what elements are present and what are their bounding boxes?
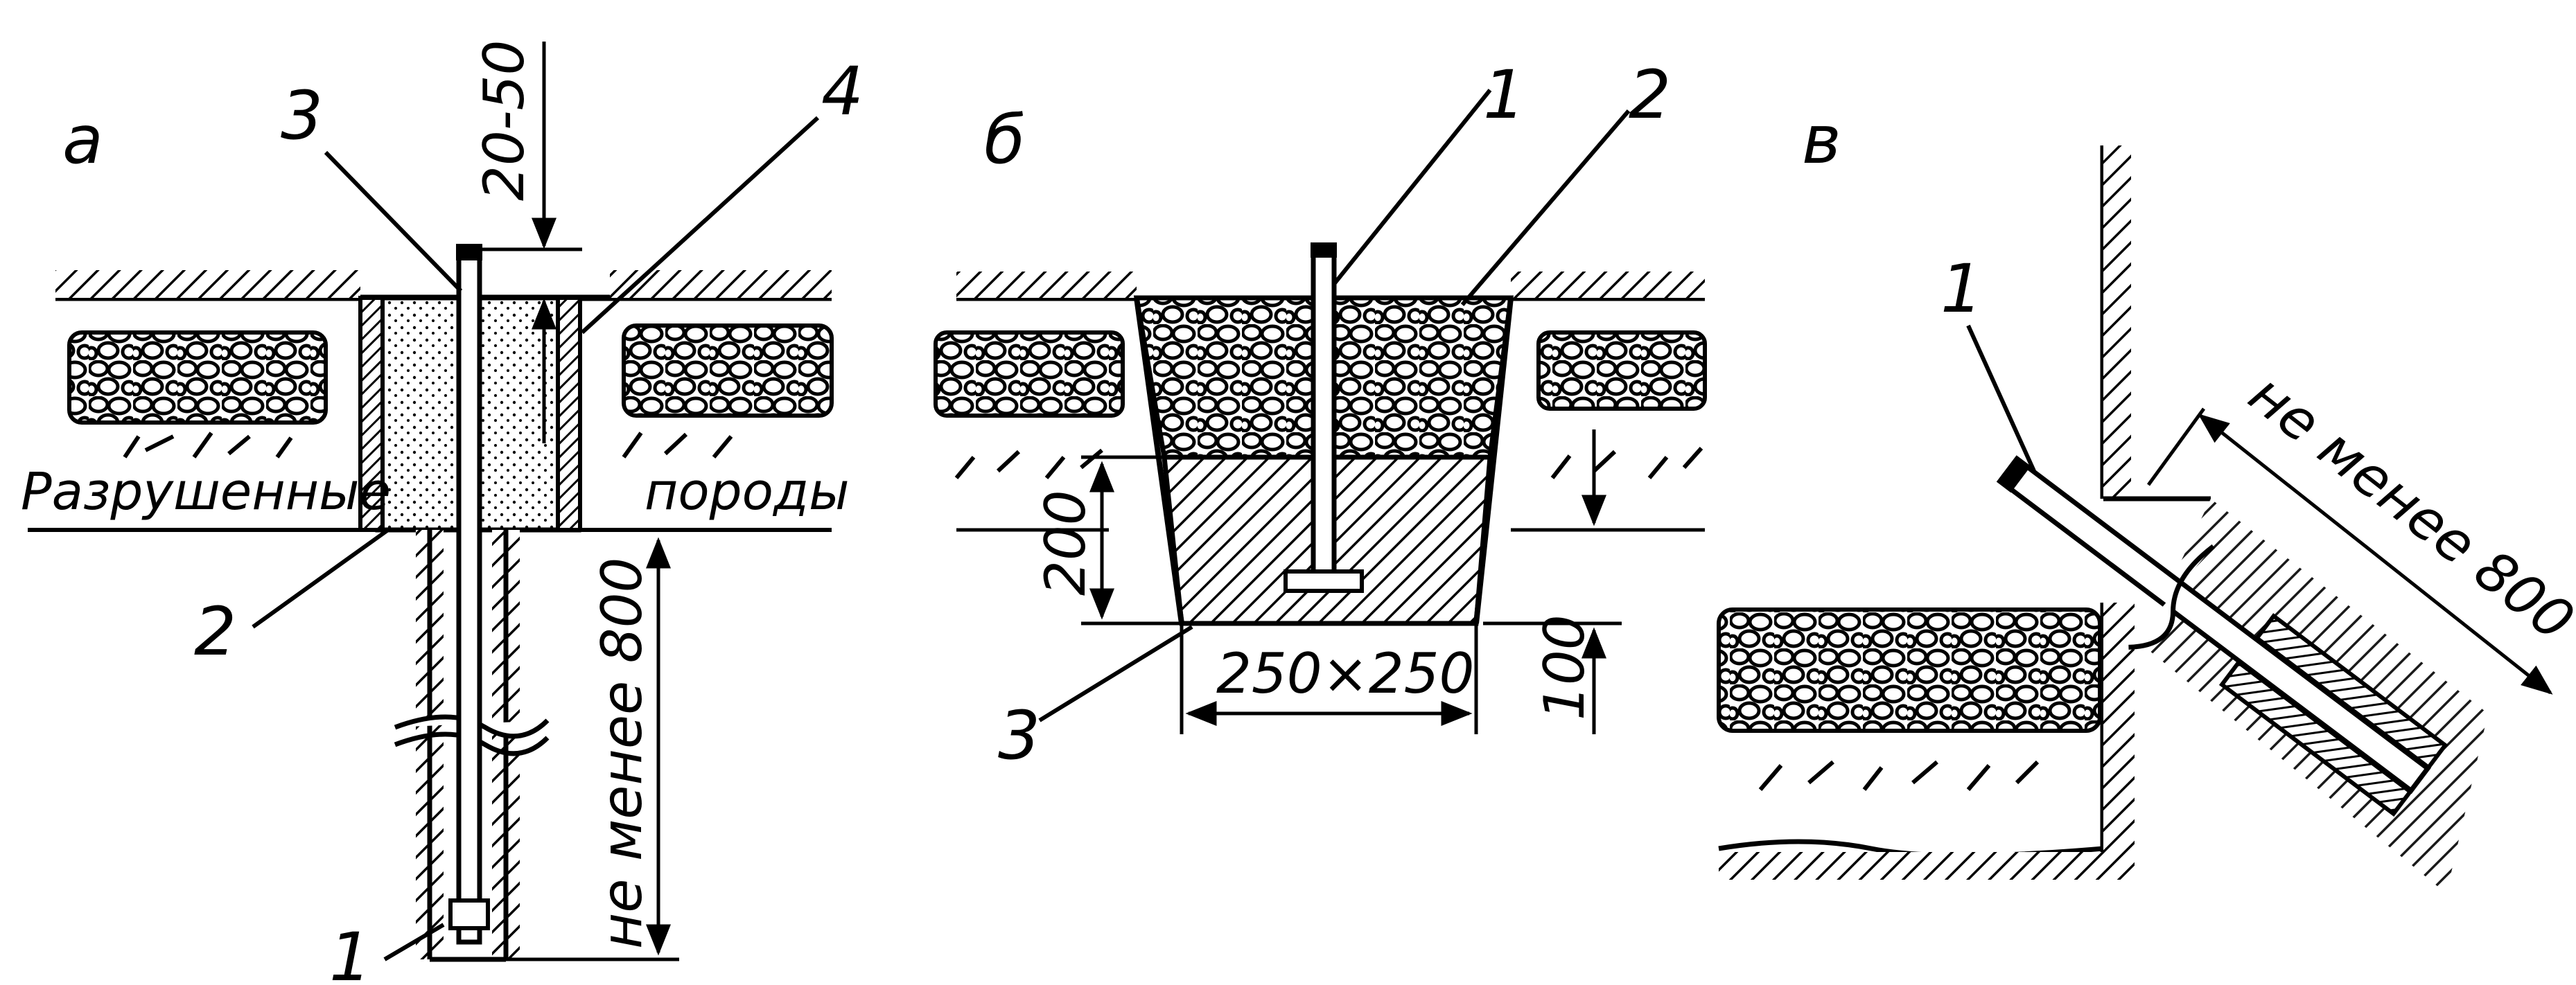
panel-a-letter: а — [62, 101, 103, 179]
dim-label-not-less-800: не менее 800 — [590, 558, 654, 949]
panel-a-callout-4: 4 — [821, 53, 864, 130]
panel-a-casing-right — [556, 296, 582, 532]
panel-b-dim-100: 100 — [1483, 429, 1622, 734]
panel-b-dim-200: 200 — [1033, 455, 1192, 625]
panel-a-reference-rod — [448, 244, 490, 945]
panel-a-callout-2: 2 — [194, 593, 236, 671]
panel-c-upper-wall — [2100, 145, 2211, 502]
panel-a-borehole — [394, 530, 550, 962]
panel-b-broken-rock-band — [934, 330, 1707, 479]
panel-c-lower-block — [1717, 603, 2135, 880]
panel-a-broken-rock-band — [67, 323, 834, 459]
dim-label-20-50: 20-50 — [472, 40, 536, 201]
panel-b-ground-surface — [956, 272, 1705, 301]
panel-b-callout-1: 1 — [1483, 56, 1525, 134]
panel-a-dim-20-50: 20-50 — [472, 40, 582, 443]
panel-b-letter: б — [984, 101, 1025, 179]
panel-c: не менее 800 в 1 — [1717, 101, 2576, 894]
panel-b-callout-2: 2 — [1629, 56, 1671, 134]
panel-c-letter: в — [1802, 101, 1841, 179]
panel-a: 20-50 не менее 800 а 3 4 2 1 Разрушенные… — [21, 40, 864, 985]
panel-a-callout-3: 3 — [281, 77, 323, 154]
panel-a-callout-1: 1 — [329, 919, 371, 985]
panel-b-dim-250x250: 250×250 — [1180, 623, 1478, 734]
panel-b-reference-rod — [1283, 242, 1364, 593]
dim-label-250x250: 250×250 — [1216, 641, 1474, 706]
panel-a-casing-left — [358, 296, 385, 532]
dim-label-100: 100 — [1532, 614, 1597, 720]
panel-a-dim-800: не менее 800 — [499, 537, 679, 961]
panel-a-word-destroyed: Разрушенные — [21, 462, 391, 522]
panel-b: 200 250×250 100 б 1 2 3 — [934, 56, 1707, 774]
panel-a-word-rocks: породы — [645, 462, 850, 522]
panel-b-callout-3: 3 — [998, 697, 1040, 774]
panel-c-callout-1: 1 — [1940, 250, 1983, 328]
dim-label-200: 200 — [1033, 490, 1098, 596]
